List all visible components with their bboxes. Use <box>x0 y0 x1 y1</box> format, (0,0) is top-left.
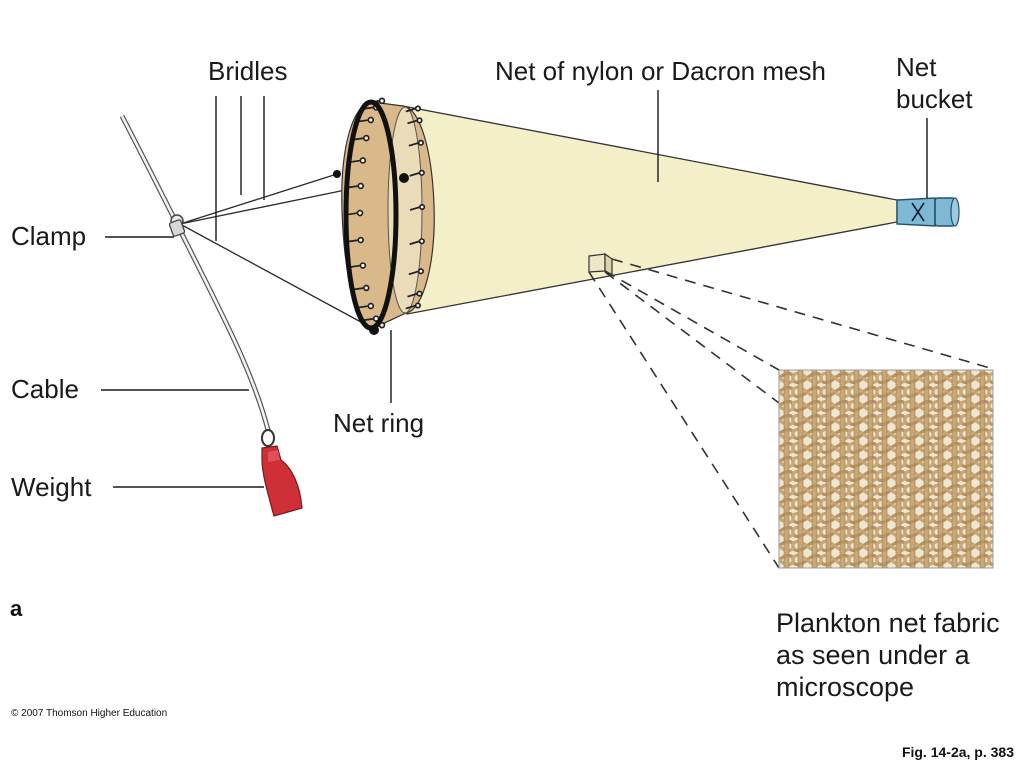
mesh-sample-marker <box>588 252 613 277</box>
clamp-icon <box>168 214 186 237</box>
magnification-lines <box>588 258 991 569</box>
label-fabric-line1: Plankton net fabric <box>776 608 1000 638</box>
label-weight: Weight <box>11 472 92 502</box>
label-bridles: Bridles <box>208 56 287 86</box>
label-clamp: Clamp <box>11 221 86 251</box>
figure-reference: Fig. 14-2a, p. 383 <box>902 744 1014 760</box>
net-ring <box>333 97 435 335</box>
label-net-mesh: Net of nylon or Dacron mesh <box>495 56 826 86</box>
weight-icon <box>261 429 303 517</box>
label-fabric-line2: as seen under a <box>776 640 971 670</box>
plankton-fabric-inset <box>778 369 994 569</box>
cable <box>119 114 271 431</box>
net-cone <box>402 105 898 315</box>
label-fabric-line3: microscope <box>776 672 914 702</box>
label-net-bucket-line2: bucket <box>896 84 973 114</box>
label-net-bucket-line1: Net <box>896 52 937 82</box>
net-bucket-icon <box>896 197 960 227</box>
panel-letter: a <box>10 596 23 621</box>
label-cable: Cable <box>11 374 79 404</box>
label-net-ring: Net ring <box>333 408 424 438</box>
leader-lines <box>101 90 928 488</box>
copyright: © 2007 Thomson Higher Education <box>11 708 167 719</box>
